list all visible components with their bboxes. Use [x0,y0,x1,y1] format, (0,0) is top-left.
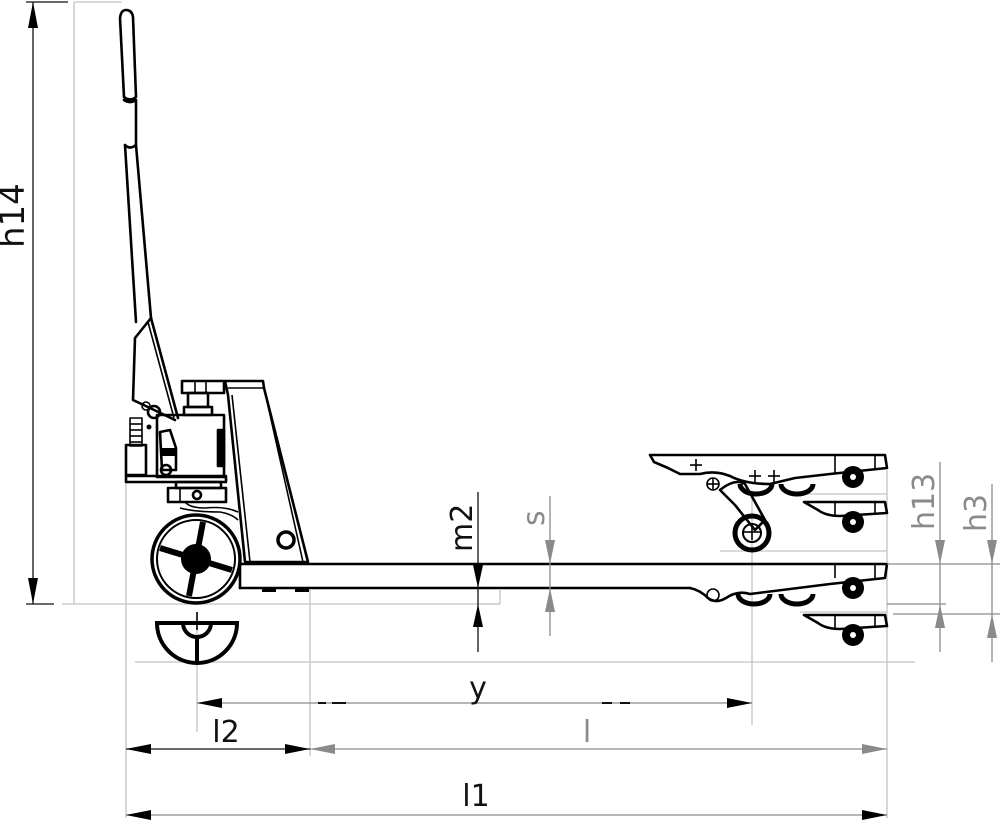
label-h3: h3 [959,494,994,532]
dimension-m2: m2 [445,492,483,652]
fork-lowered [238,562,889,607]
label-s: s [517,510,552,526]
label-l: l [583,715,591,750]
dimension-h14: h14 [0,1,68,605]
pump-spring [129,417,143,447]
label-l1: l1 [462,779,489,814]
steer-wheel-symbol [154,612,240,665]
label-y: y [469,671,487,706]
dimension-h13: h13 [887,462,1000,652]
fork-raised [648,453,889,553]
caster-symbol-upper [802,500,889,533]
dimension-h3: h3 [893,484,1000,662]
label-h14: h14 [0,183,33,248]
dimension-l: l [310,715,887,754]
label-h13: h13 [907,473,942,530]
steer-wheel [150,513,242,605]
hydraulic-pump-unit [124,379,239,521]
dimension-l2: l2 [126,715,310,754]
chassis-frame [223,379,310,564]
dimension-s: s [517,496,555,636]
extension-lines [62,1,915,818]
caster-symbol-lower [802,613,889,646]
dimension-y: y [197,671,752,708]
label-m2: m2 [445,504,480,552]
dimension-l1: l1 [126,779,887,820]
tiller-handle [118,8,180,422]
label-l2: l2 [212,715,239,750]
